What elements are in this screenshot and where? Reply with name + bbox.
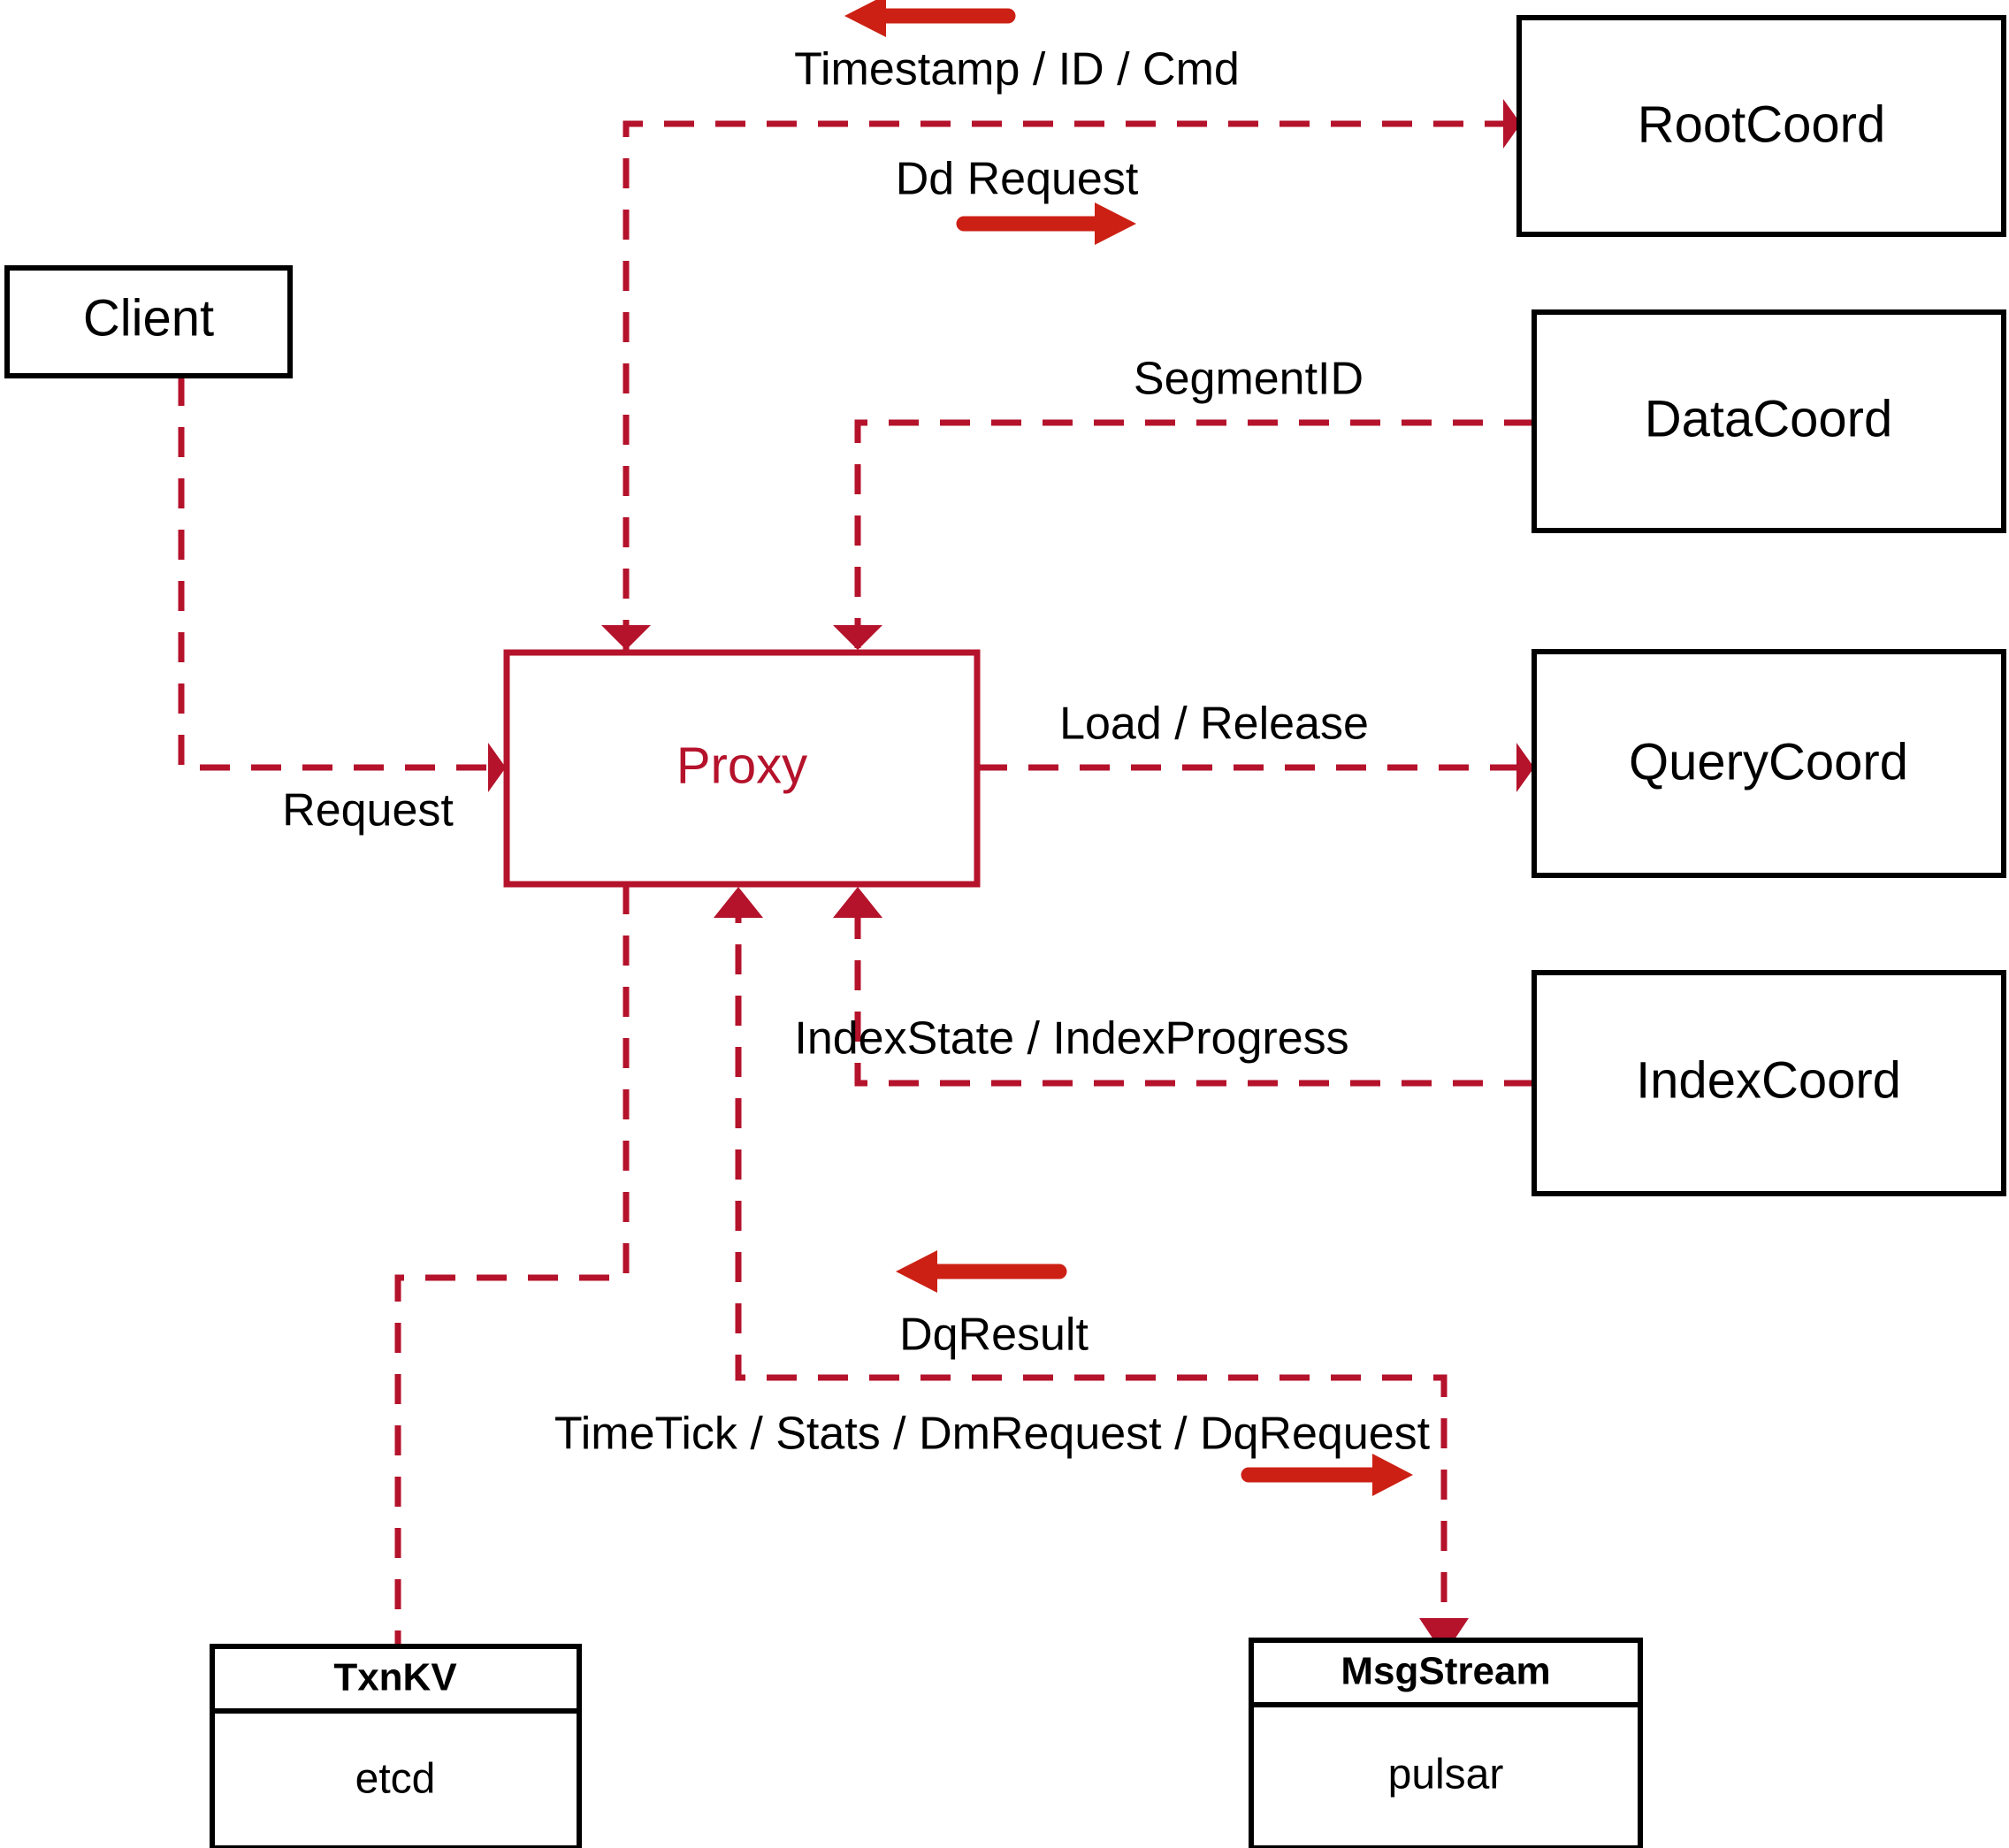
- arrowhead-proxy-to-msg-stream: [1419, 1618, 1469, 1655]
- arrowhead-data-coord-to-proxy: [833, 625, 882, 650]
- node-client-label: Client: [83, 289, 214, 347]
- edge-label-segment-id: SegmentID: [1134, 354, 1364, 405]
- node-root-coord-box[interactable]: [1516, 15, 2006, 237]
- node-index-coord-box[interactable]: [1532, 970, 2006, 1196]
- arrowhead-root-coord-to-proxy: [601, 625, 651, 650]
- edge-label-load-release: Load / Release: [1059, 699, 1369, 750]
- arrowhead-index-coord-to-proxy: [833, 887, 882, 918]
- edge-label-request: Request: [282, 785, 454, 836]
- arrowhead-proxy-to-query-coord: [1516, 743, 1534, 792]
- edge-client-to-proxy: [178, 376, 488, 771]
- node-txn-kv-title: TxnKV: [333, 1656, 457, 1699]
- edge-proxy-to-msg-stream: [735, 893, 1448, 1618]
- edge-label-timestamp-id-cmd: Timestamp / ID / Cmd: [794, 44, 1240, 95]
- node-msg-stream-impl: pulsar: [1388, 1752, 1504, 1798]
- node-index-coord-label: IndexCoord: [1636, 1051, 1901, 1109]
- node-client-box[interactable]: [4, 265, 293, 378]
- node-query-coord-box[interactable]: [1532, 649, 2006, 878]
- node-txn-kv-box[interactable]: [210, 1644, 582, 1848]
- flow-arrowhead-timestamp: [844, 0, 886, 37]
- node-msg-stream-box[interactable]: [1249, 1638, 1643, 1848]
- edge-label-index-state-progress: IndexState / IndexProgress: [794, 1013, 1348, 1065]
- node-data-coord-box[interactable]: [1532, 309, 2006, 533]
- edge-label-dqresult: DqResult: [899, 1310, 1089, 1361]
- node-data-coord-label: DataCoord: [1645, 390, 1892, 447]
- arrowhead-msg-stream-to-proxy: [714, 887, 763, 918]
- flow-arrowhead-dqrequest: [1372, 1454, 1413, 1496]
- edge-label-dd-request: Dd Request: [896, 154, 1139, 205]
- arrowhead-client-to-proxy: [488, 743, 506, 792]
- edge-index-coord-to-proxy: [854, 893, 1534, 1087]
- node-query-coord-label: QueryCoord: [1629, 733, 1908, 790]
- flow-arrowhead-dqresult: [896, 1250, 937, 1293]
- node-proxy-box[interactable]: [503, 649, 981, 888]
- node-root-coord-label: RootCoord: [1638, 95, 1885, 153]
- node-txn-kv-impl: etcd: [355, 1756, 436, 1803]
- edge-label-timetick-stats-dm-dq: TimeTick / Stats / DmRequest / DqRequest: [554, 1409, 1431, 1460]
- node-msg-stream-title: MsgStream: [1341, 1650, 1550, 1693]
- node-proxy-label: Proxy: [676, 737, 807, 794]
- edge-proxy-to-txn-kv: [394, 884, 630, 1646]
- arrowhead-proxy-to-root-coord: [1503, 99, 1521, 149]
- edge-proxy-to-root-coord: [623, 120, 1503, 650]
- edge-data-coord-to-proxy: [854, 419, 1534, 650]
- flow-arrowhead-dd-request: [1095, 202, 1136, 245]
